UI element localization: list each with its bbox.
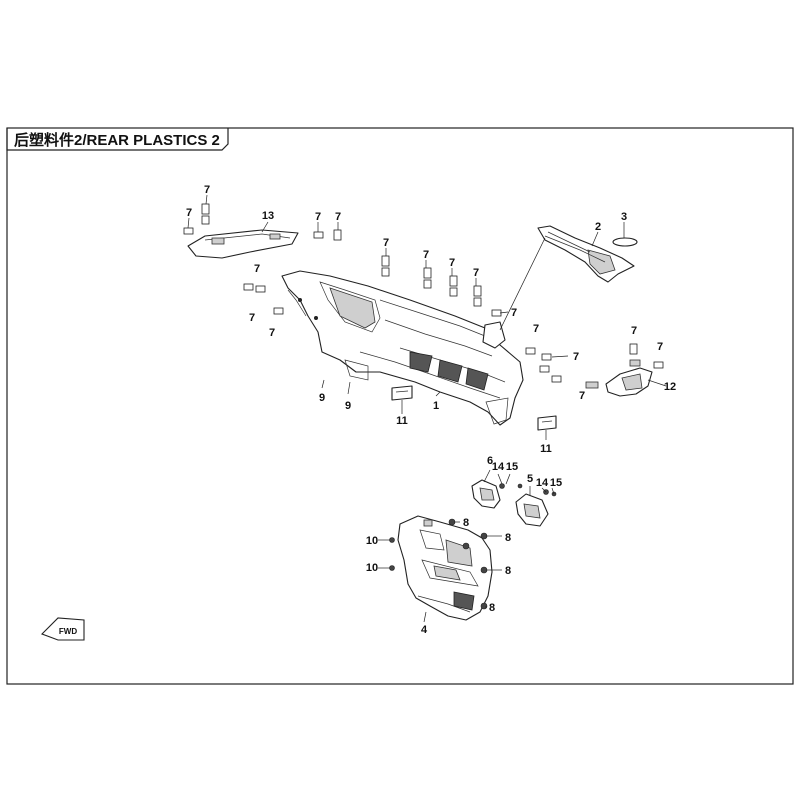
callout-14: 14 bbox=[492, 461, 505, 473]
callout-7: 7 bbox=[249, 312, 255, 324]
callout-7: 7 bbox=[533, 323, 539, 335]
callout-10: 10 bbox=[366, 562, 378, 574]
callout-7: 7 bbox=[579, 390, 585, 402]
leader-lines bbox=[187, 194, 667, 623]
svg-text:FWD: FWD bbox=[59, 627, 77, 636]
callout-5: 5 bbox=[527, 473, 533, 485]
part-6-bracket bbox=[471, 479, 501, 509]
callout-12: 12 bbox=[664, 381, 676, 393]
callout-7: 7 bbox=[335, 211, 341, 223]
diagram-title: 后塑料件2/REAR PLASTICS 2 bbox=[14, 131, 220, 149]
callout-7: 7 bbox=[449, 257, 455, 269]
callout-7: 7 bbox=[511, 307, 517, 319]
diagram-border bbox=[6, 127, 794, 685]
callout-7: 7 bbox=[315, 211, 321, 223]
callout-1: 1 bbox=[433, 400, 439, 412]
callout-7: 7 bbox=[473, 267, 479, 279]
callout-15: 15 bbox=[550, 477, 562, 489]
callout-11: 11 bbox=[396, 415, 408, 427]
callout-7: 7 bbox=[631, 325, 637, 337]
part-11-pad-right bbox=[537, 415, 557, 431]
callout-10: 10 bbox=[366, 535, 378, 547]
part-2-side-cover bbox=[499, 225, 635, 331]
callout-2: 2 bbox=[595, 221, 601, 233]
callout-9: 9 bbox=[319, 392, 325, 404]
callout-7: 7 bbox=[383, 237, 389, 249]
part-3-badge bbox=[612, 237, 638, 247]
part-11-pad-left bbox=[391, 385, 413, 401]
callout-7: 7 bbox=[186, 207, 192, 219]
callout-8: 8 bbox=[505, 532, 511, 544]
callout-labels: 13 7 7 7 7 7 7 7 7 7 7 7 7 7 7 7 7 7 2 3… bbox=[186, 184, 676, 636]
callout-13: 13 bbox=[262, 210, 274, 222]
callout-15: 15 bbox=[506, 461, 518, 473]
part-12-bracket bbox=[585, 359, 653, 397]
callout-8: 8 bbox=[489, 602, 495, 614]
part-13-cover bbox=[187, 229, 299, 259]
callout-14: 14 bbox=[536, 477, 549, 489]
callout-3: 3 bbox=[621, 211, 627, 223]
callout-8: 8 bbox=[505, 565, 511, 577]
callout-11: 11 bbox=[540, 443, 552, 455]
callout-4: 4 bbox=[421, 624, 428, 636]
callout-7: 7 bbox=[254, 263, 260, 275]
callout-7: 7 bbox=[573, 351, 579, 363]
callout-7: 7 bbox=[269, 327, 275, 339]
callout-8: 8 bbox=[463, 517, 469, 529]
callout-7: 7 bbox=[204, 184, 210, 196]
fastener-clips bbox=[183, 203, 664, 383]
callout-7: 7 bbox=[423, 249, 429, 261]
callout-7: 7 bbox=[657, 341, 663, 353]
callout-6: 6 bbox=[487, 455, 493, 467]
title-tab bbox=[6, 128, 229, 151]
fwd-arrow-icon: FWD bbox=[41, 617, 85, 641]
part-4-lower-panel bbox=[397, 515, 493, 621]
part-1-rear-fender bbox=[281, 270, 524, 426]
callout-9: 9 bbox=[345, 400, 351, 412]
part-5-bracket bbox=[515, 493, 549, 527]
